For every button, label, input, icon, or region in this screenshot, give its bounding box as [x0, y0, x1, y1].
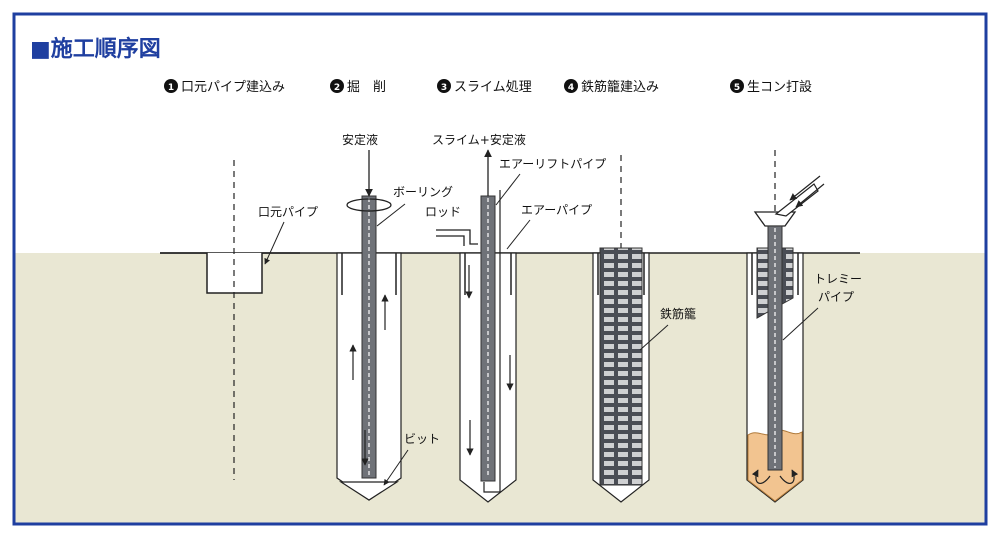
- bit-label: ビット: [404, 432, 440, 446]
- step-number-badge: [730, 79, 744, 93]
- airlift-leader: [495, 173, 521, 206]
- rebar-cage-leader: [639, 324, 669, 351]
- rebar-cage: [599, 247, 643, 486]
- step-label: 掘 削: [347, 80, 386, 95]
- step-number: 2: [334, 83, 340, 93]
- rotation-ring: [346, 198, 392, 212]
- step-4: 4 鉄筋籠建込み: [564, 79, 659, 95]
- bit-leader: [383, 449, 409, 486]
- step-label: 生コン打設: [747, 79, 812, 95]
- stabilizer-label: 安定液: [342, 132, 378, 147]
- step-number-badge: [564, 79, 578, 93]
- air-pipe-label: エアーパイプ: [521, 203, 592, 217]
- air-pipe: [436, 229, 478, 245]
- flow-curl-right: [779, 469, 799, 484]
- step-number-badge: [437, 79, 451, 93]
- page-title: ■施工順序図: [30, 36, 161, 62]
- boring-rod: [361, 195, 377, 479]
- step-number: 4: [568, 83, 574, 93]
- stage-3-slime-treatment: スライム+安定液 エアーリフトパイプ エアーパイプ: [432, 132, 606, 503]
- step-2: 2 掘 削: [330, 79, 386, 95]
- tremie-leader: [782, 307, 819, 341]
- stage-5-concrete-pouring: トレミー パイプ: [746, 150, 862, 503]
- step-1: 1 口元パイプ建込み: [164, 79, 285, 95]
- step-number: 5: [734, 83, 740, 93]
- step-label: 鉄筋籠建込み: [581, 79, 659, 95]
- airlift-pipe-label: エアーリフトパイプ: [499, 157, 606, 171]
- step-5: 5 生コン打設: [730, 79, 812, 95]
- drill-bit: [338, 481, 400, 501]
- boring-rod-label-1: ボーリング: [393, 185, 453, 199]
- stage-1-guide-pipe: 口元パイプ: [160, 160, 318, 480]
- step-number-badge: [164, 79, 178, 93]
- pour-arrow: [789, 175, 821, 201]
- pour-arrow-2: [795, 183, 825, 208]
- stage-4-rebar-cage: 鉄筋籠: [592, 155, 696, 503]
- guide-pipe-leader: [264, 221, 285, 265]
- tremie-label-2: パイプ: [818, 290, 854, 304]
- stage-2-excavation: 安定液 ボーリング ロッド ビット: [336, 132, 461, 501]
- step-number: 1: [168, 83, 174, 93]
- flow-curl-left: [751, 469, 771, 484]
- tremie-label-1: トレミー: [814, 272, 862, 286]
- air-pipe-inner: [436, 235, 465, 246]
- guide-pipe-label: 口元パイプ: [258, 205, 318, 219]
- step-number: 3: [441, 83, 447, 93]
- air-pipe-leader: [506, 219, 531, 250]
- rod-leader: [376, 203, 406, 227]
- air-pipe-hook: [483, 470, 501, 493]
- step-number-badge: [330, 79, 344, 93]
- step-3: 3 スライム処理: [437, 79, 532, 95]
- step-label: スライム処理: [454, 80, 532, 95]
- step-label: 口元パイプ建込み: [181, 80, 285, 95]
- slime-stabilizer-label: スライム+安定液: [432, 132, 526, 147]
- boring-rod-label-2: ロッド: [425, 205, 461, 219]
- rebar-cage-label: 鉄筋籠: [660, 306, 696, 321]
